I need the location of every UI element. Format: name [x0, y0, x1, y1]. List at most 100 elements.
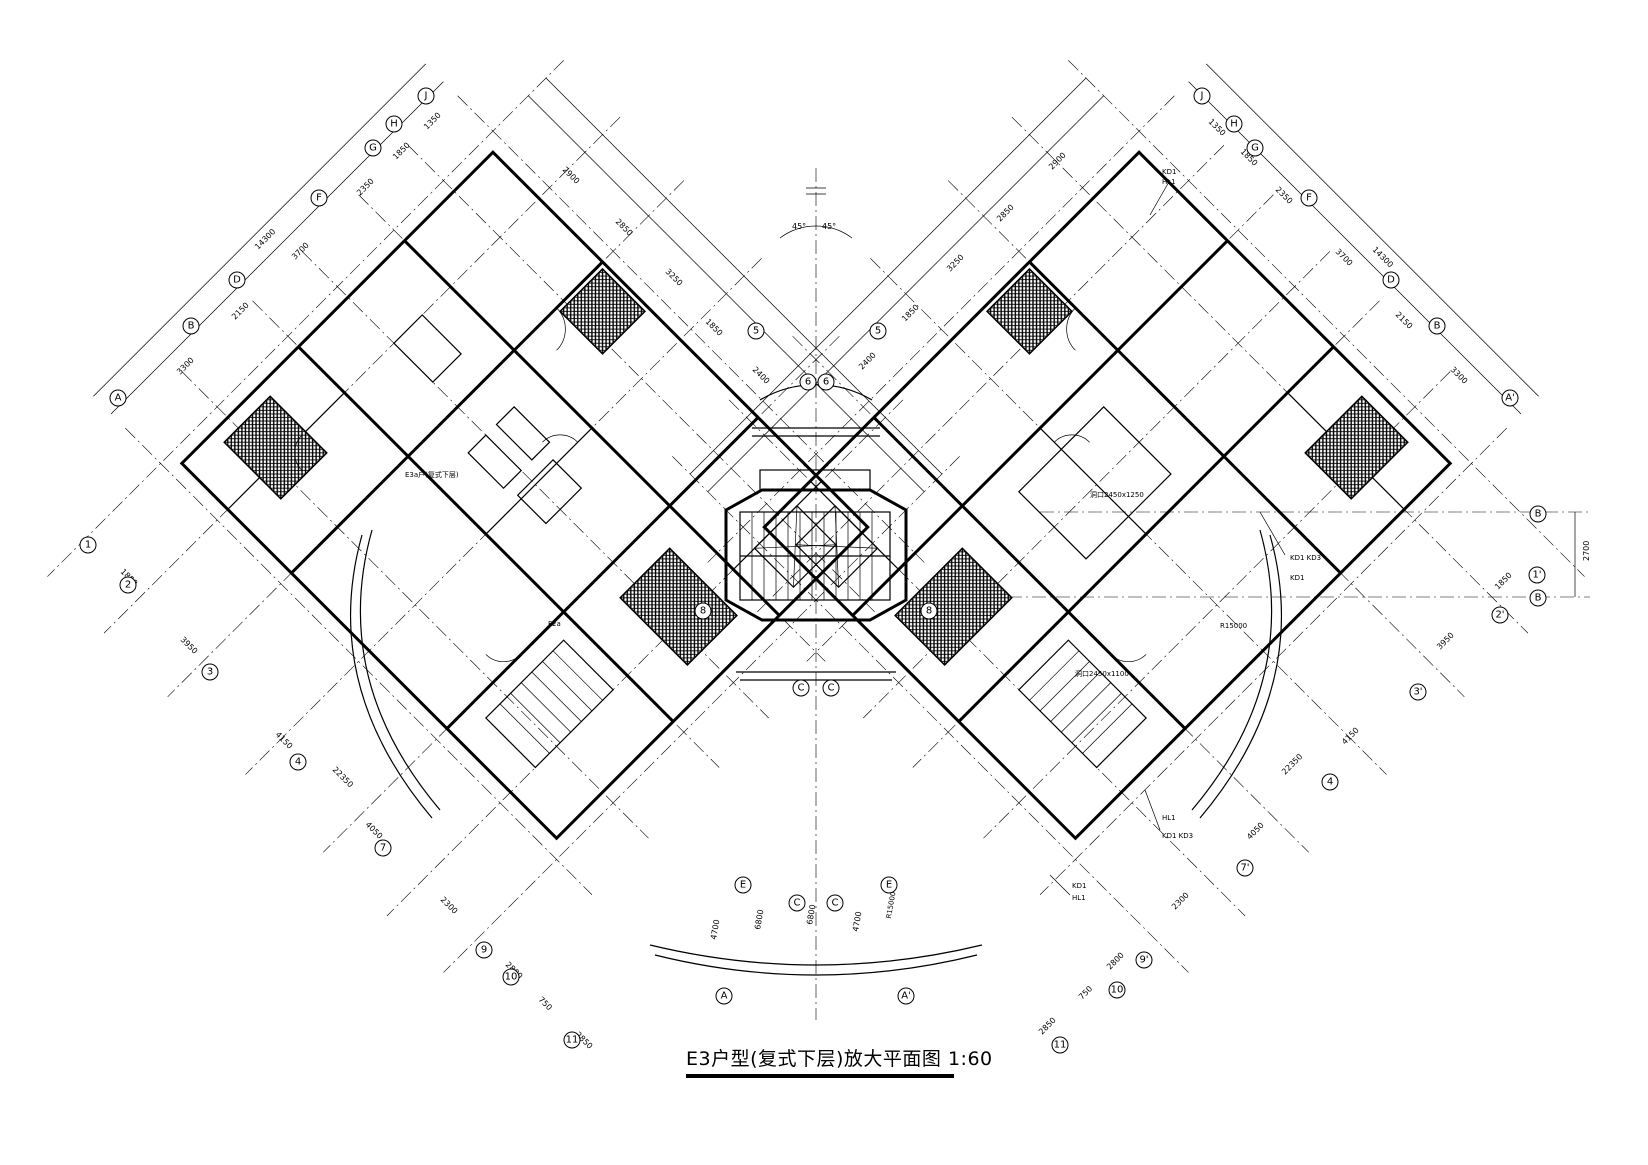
axis-bubble: J — [1193, 87, 1211, 105]
svg-text:2: 2 — [125, 580, 131, 591]
svg-text:7: 7 — [380, 843, 386, 854]
dim-right-2700: 2700 — [1582, 541, 1591, 561]
svg-text:6: 6 — [805, 377, 811, 388]
axis-bubble: 9 — [475, 941, 493, 959]
axis-bubble: E — [880, 876, 898, 894]
svg-text:3300: 3300 — [175, 356, 196, 377]
svg-text:3700: 3700 — [290, 241, 311, 262]
axis-bubble: 1 — [79, 536, 97, 554]
radius-label-left: R15000 — [885, 891, 898, 919]
right-wing — [672, 60, 1585, 973]
svg-text:3700: 3700 — [1334, 247, 1355, 268]
axis-bubbles-left: J H G F D B A 1 2 3 4 7 9 10 11 A C E — [79, 87, 806, 1049]
svg-text:750: 750 — [537, 995, 554, 1012]
svg-text:1: 1 — [85, 540, 91, 551]
svg-text:KD1: KD1 — [1162, 168, 1176, 176]
axis-bubble: A — [715, 987, 733, 1005]
svg-text:750: 750 — [1077, 984, 1094, 1001]
svg-text:6800: 6800 — [805, 904, 817, 926]
axis-bubbles-right: J H G F D B A' 1' 2' 3' 4 7' 9' 10 11 A'… — [826, 87, 1546, 1054]
axis-bubble: 8 — [694, 602, 712, 620]
svg-text:2': 2' — [1495, 610, 1504, 621]
svg-text:KD1 KD3: KD1 KD3 — [1162, 832, 1193, 840]
svg-text:B: B — [1434, 321, 1441, 332]
svg-text:A': A' — [901, 991, 911, 1002]
axis-bubble: 5 — [747, 322, 765, 340]
svg-text:A': A' — [1505, 393, 1515, 404]
svg-text:4: 4 — [1327, 777, 1333, 788]
axis-bubble: B — [182, 317, 200, 335]
axis-bubble: 11 — [563, 1031, 581, 1049]
svg-text:4050: 4050 — [1245, 821, 1266, 842]
svg-text:2900: 2900 — [1047, 151, 1068, 172]
axis-bubble: A' — [1501, 389, 1519, 407]
svg-text:4: 4 — [295, 757, 301, 768]
svg-text:B: B — [1535, 593, 1542, 604]
svg-text:G: G — [369, 143, 377, 154]
svg-text:E: E — [886, 880, 892, 891]
svg-text:3250: 3250 — [664, 267, 685, 288]
svg-text:B: B — [1535, 509, 1542, 520]
svg-text:4150: 4150 — [1340, 726, 1361, 747]
svg-text:B: B — [188, 321, 195, 332]
axis-bubble: 2' — [1491, 606, 1509, 624]
svg-text:D: D — [233, 275, 241, 286]
axis-bubble: 4 — [1321, 773, 1339, 791]
axis-bubble: 11 — [1051, 1036, 1069, 1054]
axis-bubble: 1' — [1528, 566, 1546, 584]
svg-text:2350: 2350 — [355, 177, 376, 198]
drawing-title-text: E3户型(复式下层)放大平面图 1:60 — [686, 1048, 993, 1070]
svg-text:2150: 2150 — [230, 301, 251, 322]
axis-bubble: C — [822, 679, 840, 697]
svg-text:3': 3' — [1413, 687, 1422, 698]
svg-text:2850: 2850 — [1037, 1016, 1058, 1037]
angle-label-a: 45° — [792, 222, 806, 231]
svg-text:10: 10 — [505, 972, 518, 983]
axis-bubble: D — [228, 271, 246, 289]
svg-text:J: J — [1200, 91, 1204, 102]
svg-text:3250: 3250 — [945, 253, 966, 274]
axis-bubble: G — [1246, 139, 1264, 157]
svg-text:1850: 1850 — [391, 141, 412, 162]
axis-bubble: 2 — [119, 576, 137, 594]
svg-text:6: 6 — [823, 377, 829, 388]
axis-bubble: 3 — [201, 663, 219, 681]
svg-text:2850: 2850 — [995, 203, 1016, 224]
svg-text:3300: 3300 — [1449, 365, 1470, 386]
svg-text:22350: 22350 — [1280, 752, 1304, 776]
svg-text:9: 9 — [481, 945, 487, 956]
svg-text:2400: 2400 — [857, 351, 878, 372]
svg-text:4050: 4050 — [364, 820, 385, 841]
axis-bubble: 9' — [1135, 951, 1153, 969]
svg-text:2900: 2900 — [561, 165, 582, 186]
svg-text:10: 10 — [1111, 985, 1124, 996]
unit-label-left: E3a户(复式下层) — [405, 470, 459, 479]
svg-text:KD1: KD1 — [1290, 574, 1304, 582]
f2-label: F2a — [548, 620, 561, 628]
kd-tags: KD1 HL1 KD1 KD3 KD1 HL1 KD1 KD3 KD1 HL1 — [1049, 168, 1321, 902]
svg-text:2350: 2350 — [1274, 185, 1295, 206]
svg-text:H: H — [1230, 119, 1238, 130]
axis-bubble: D — [1382, 271, 1400, 289]
svg-text:2850: 2850 — [614, 217, 635, 238]
axis-bubble: H — [385, 115, 403, 133]
svg-text:8: 8 — [926, 606, 932, 617]
axis-bubble: C — [792, 679, 810, 697]
left-wing — [47, 60, 960, 973]
axis-bubble: G — [364, 139, 382, 157]
axis-bubble: B — [1428, 317, 1446, 335]
axis-bubble: A — [109, 389, 127, 407]
svg-text:4150: 4150 — [274, 730, 295, 751]
svg-text:14300: 14300 — [253, 227, 277, 251]
svg-text:1350: 1350 — [1207, 117, 1228, 138]
svg-text:3950: 3950 — [179, 635, 200, 656]
axis-bubble: 4 — [289, 753, 307, 771]
axis-bubble: H — [1225, 115, 1243, 133]
svg-text:6800: 6800 — [753, 909, 765, 931]
axis-bubble: 6 — [817, 373, 835, 391]
svg-text:HL1: HL1 — [1162, 814, 1176, 822]
svg-text:11: 11 — [1054, 1040, 1067, 1051]
svg-text:KD1: KD1 — [1072, 882, 1086, 890]
svg-text:G: G — [1251, 143, 1259, 154]
angle-label-b: 45° — [822, 222, 836, 231]
